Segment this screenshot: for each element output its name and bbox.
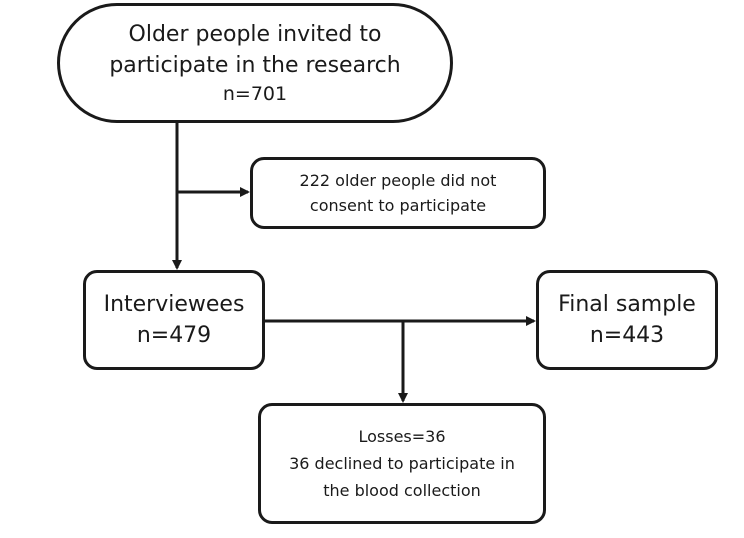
interviewees-label: Interviewees bbox=[103, 292, 245, 317]
losses-node: Losses=36 36 declined to participate in … bbox=[258, 403, 546, 524]
final-sample-count: n=443 bbox=[589, 323, 665, 348]
not-consented-node: 222 older people did not consent to part… bbox=[250, 157, 546, 229]
invited-count: n=701 bbox=[222, 83, 288, 105]
not-consented-line-2: consent to participate bbox=[309, 196, 487, 215]
invited-line-1: Older people invited to bbox=[128, 22, 382, 47]
losses-line-2: 36 declined to participate in bbox=[289, 454, 515, 473]
final-sample-label: Final sample bbox=[558, 292, 696, 317]
interviewees-count: n=479 bbox=[136, 323, 212, 348]
not-consented-line-1: 222 older people did not bbox=[299, 171, 497, 190]
invited-node: Older people invited to participate in t… bbox=[57, 3, 453, 123]
interviewees-node: Interviewees n=479 bbox=[83, 270, 265, 370]
invited-line-2: participate in the research bbox=[109, 53, 401, 78]
losses-line-3: the blood collection bbox=[323, 481, 481, 500]
final-sample-node: Final sample n=443 bbox=[536, 270, 718, 370]
losses-line-1: Losses=36 bbox=[358, 427, 446, 446]
